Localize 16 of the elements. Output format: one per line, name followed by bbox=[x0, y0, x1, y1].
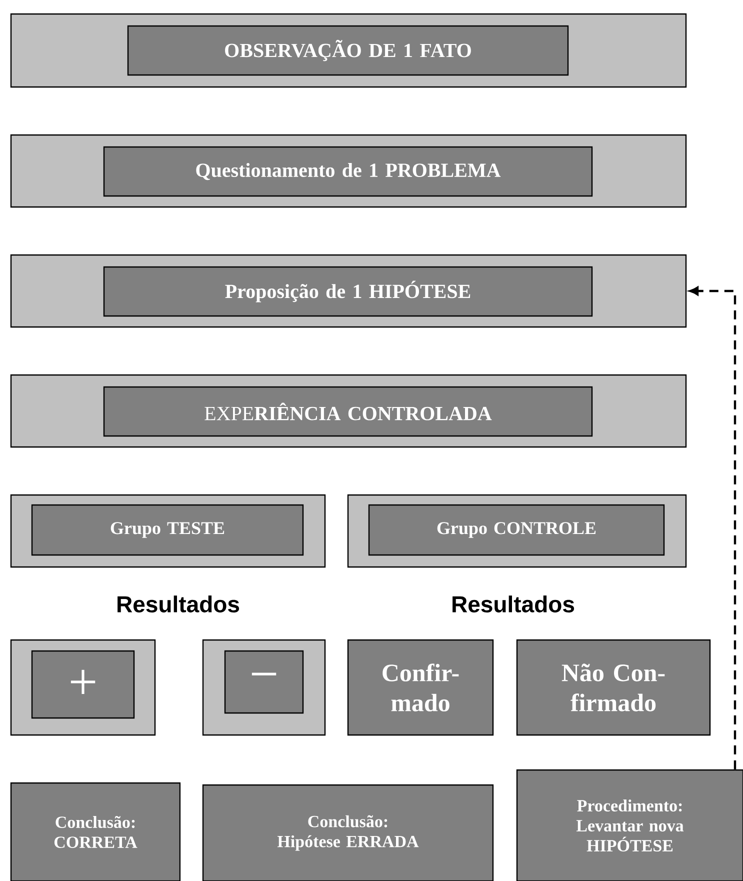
text-box: Grupo CONTROLE bbox=[368, 504, 665, 556]
text-box: Conclusão: Hipótese ERRADA bbox=[202, 784, 494, 881]
heading-label: Resultados bbox=[118, 596, 240, 612]
text-box: Procedimento: Levantar nova HIPÓTESE bbox=[516, 769, 743, 881]
symbol-box: + bbox=[31, 650, 135, 719]
text-box: Conclusão: CORRETA bbox=[10, 782, 181, 881]
heading-label: Resultados bbox=[452, 596, 574, 612]
text-box: Questionamento de 1 PROBLEMA bbox=[103, 146, 593, 197]
text-box: Confir- mado bbox=[347, 639, 494, 736]
text-box: Proposição de 1 HIPÓTESE bbox=[103, 266, 593, 317]
symbol-box: − bbox=[224, 650, 304, 714]
dashed-arrow bbox=[689, 286, 736, 770]
text-box: EXPERIÊNCIA CONTROLADA bbox=[103, 386, 593, 437]
text-box: Grupo TESTE bbox=[31, 504, 304, 556]
text-box: Não Con- firmado bbox=[516, 639, 711, 736]
text-box: OBSERVAÇÃO DE 1 FATO bbox=[127, 25, 569, 76]
